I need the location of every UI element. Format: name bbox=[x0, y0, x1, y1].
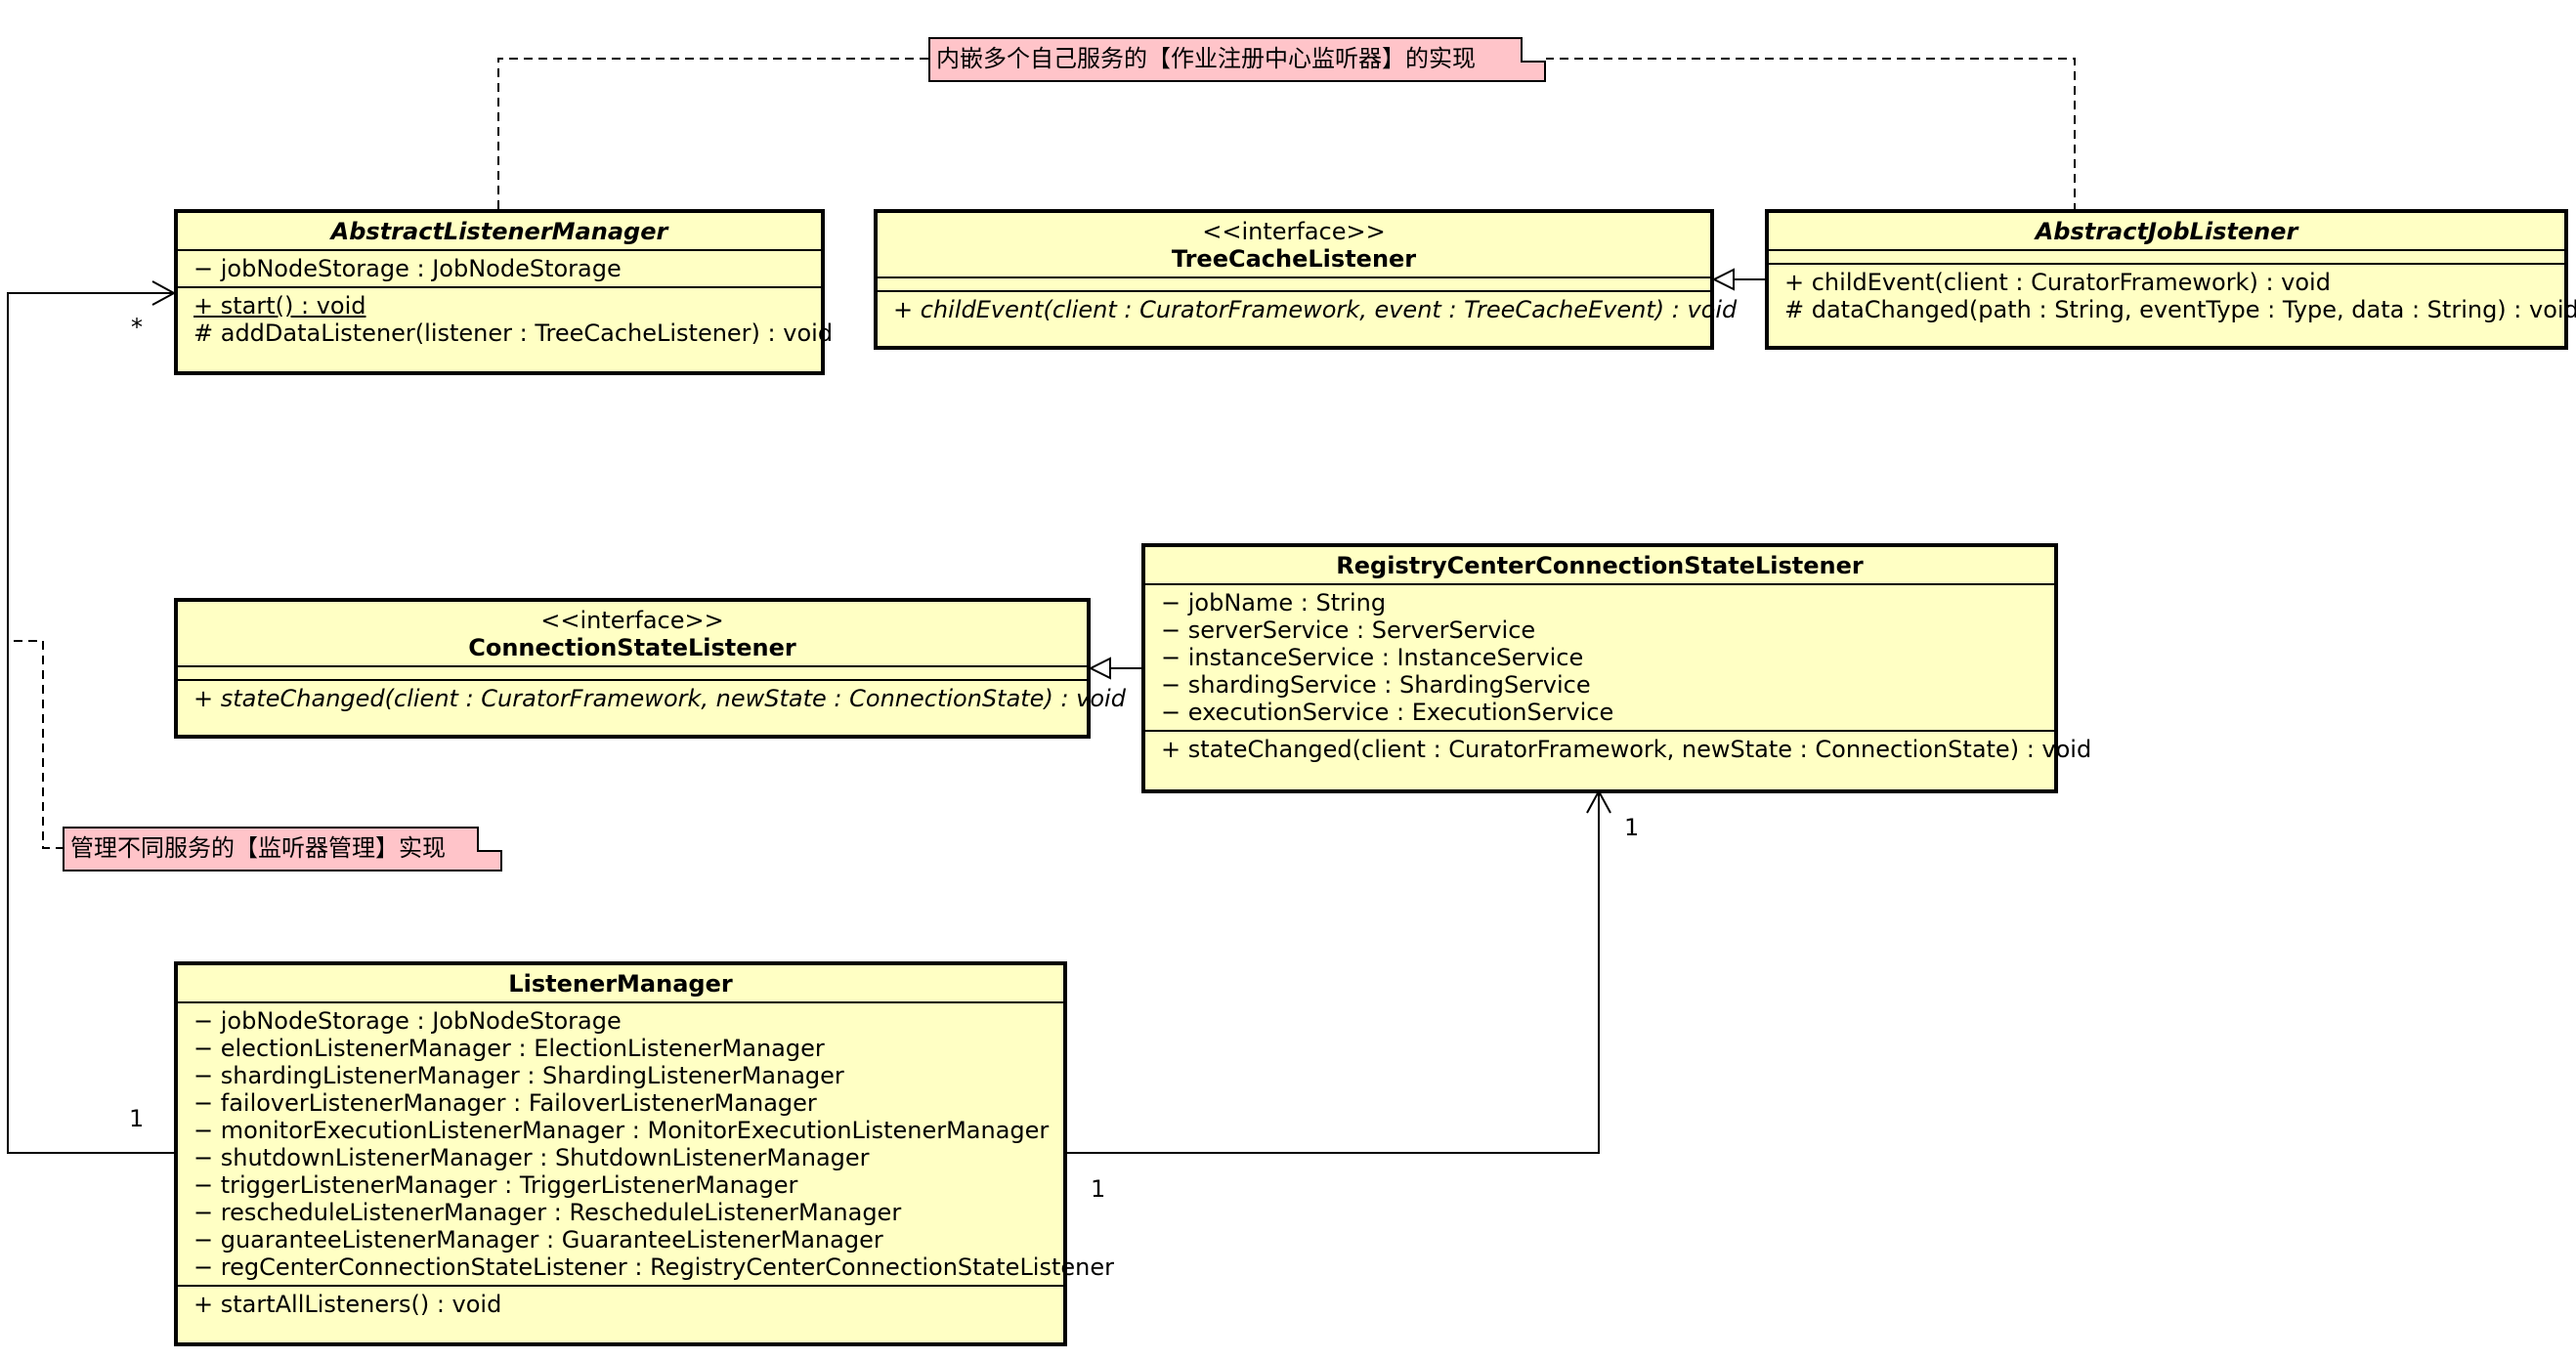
operation: # addDataListener(listener : TreeCacheLi… bbox=[193, 319, 834, 347]
stereotype-label: <<interface>> bbox=[540, 607, 724, 634]
operations-section: + childEvent(client : CuratorFramework) … bbox=[1769, 265, 2576, 327]
class-name: ListenerManager bbox=[508, 970, 733, 998]
note-left-anchor bbox=[14, 640, 63, 849]
note-top-anchor-right bbox=[1545, 58, 2076, 209]
multiplicity-lm-left: 1 bbox=[129, 1105, 145, 1132]
stereotype-label: <<interface>> bbox=[1202, 218, 1386, 245]
class-header: AbstractJobListener bbox=[1769, 213, 2564, 251]
operation: + stateChanged(client : CuratorFramework… bbox=[193, 685, 1126, 712]
operations-section: + start() : void # addDataListener(liste… bbox=[178, 288, 834, 351]
attribute: − shardingListenerManager : ShardingList… bbox=[193, 1062, 844, 1089]
attribute: − jobName : String bbox=[1161, 589, 1387, 616]
note-fold-icon bbox=[1521, 37, 1546, 63]
multiplicity-many: * bbox=[131, 314, 143, 341]
attribute: − triggerListenerManager : TriggerListen… bbox=[193, 1171, 798, 1199]
attribute: − failoverListenerManager : FailoverList… bbox=[193, 1089, 817, 1117]
note-top-text: 内嵌多个自己服务的【作业注册中心监听器】的实现 bbox=[936, 45, 1476, 72]
attributes-section: − jobName : String − serverService : Ser… bbox=[1145, 585, 2054, 732]
attributes-section bbox=[178, 667, 1087, 681]
attribute: − executionService : ExecutionService bbox=[1161, 699, 1614, 726]
class-abstract-listener-manager[interactable]: AbstractListenerManager − jobNodeStorage… bbox=[174, 209, 834, 375]
class-name: RegistryCenterConnectionStateListener bbox=[1336, 552, 1864, 579]
attributes-section bbox=[1769, 251, 2564, 265]
interface-tree-cache-listener[interactable]: <<interface>> TreeCacheListener + childE… bbox=[874, 209, 1738, 350]
class-header: <<interface>> TreeCacheListener bbox=[878, 213, 1710, 278]
attributes-section bbox=[878, 278, 1710, 292]
association-lm-to-alm bbox=[7, 292, 174, 1154]
multiplicity-lm-right: 1 bbox=[1091, 1175, 1106, 1203]
class-name: ConnectionStateListener bbox=[468, 634, 796, 661]
operation: + start() : void bbox=[193, 292, 366, 319]
operation: + childEvent(client : CuratorFramework, … bbox=[893, 296, 1738, 323]
attribute: − jobNodeStorage : JobNodeStorage bbox=[193, 255, 622, 282]
attribute: − rescheduleListenerManager : Reschedule… bbox=[193, 1199, 902, 1226]
operations-section: + stateChanged(client : CuratorFramework… bbox=[1145, 732, 2092, 767]
attributes-section: − jobNodeStorage : JobNodeStorage − elec… bbox=[178, 1003, 1114, 1287]
class-name: AbstractListenerManager bbox=[330, 218, 668, 245]
class-header: RegistryCenterConnectionStateListener bbox=[1145, 547, 2054, 585]
attribute: − serverService : ServerService bbox=[1161, 616, 1536, 644]
attribute: − instanceService : InstanceService bbox=[1161, 644, 1584, 671]
class-header: ListenerManager bbox=[178, 965, 1063, 1003]
attribute: − electionListenerManager : ElectionList… bbox=[193, 1035, 825, 1062]
note-top: 内嵌多个自己服务的【作业注册中心监听器】的实现 bbox=[928, 37, 1546, 82]
operations-section: + startAllListeners() : void bbox=[178, 1287, 1063, 1322]
attribute: − shutdownListenerManager : ShutdownList… bbox=[193, 1144, 870, 1171]
interface-connection-state-listener[interactable]: <<interface>> ConnectionStateListener + … bbox=[174, 598, 1126, 739]
operation: + stateChanged(client : CuratorFramework… bbox=[1161, 736, 2092, 763]
class-name: AbstractJobListener bbox=[2035, 218, 2298, 245]
class-listener-manager[interactable]: ListenerManager − jobNodeStorage : JobNo… bbox=[174, 961, 1114, 1346]
association-lm-to-rccsl bbox=[1065, 793, 1600, 1154]
class-name: TreeCacheListener bbox=[1171, 245, 1417, 273]
attribute: − guaranteeListenerManager : GuaranteeLi… bbox=[193, 1226, 883, 1254]
operations-section: + stateChanged(client : CuratorFramework… bbox=[178, 681, 1126, 716]
attribute: − shardingService : ShardingService bbox=[1161, 671, 1591, 699]
class-header: AbstractListenerManager bbox=[178, 213, 821, 251]
operations-section: + childEvent(client : CuratorFramework, … bbox=[878, 292, 1738, 327]
attribute: − jobNodeStorage : JobNodeStorage bbox=[193, 1007, 622, 1035]
class-header: <<interface>> ConnectionStateListener bbox=[178, 602, 1087, 667]
note-top-anchor-left bbox=[497, 58, 928, 209]
attribute: − monitorExecutionListenerManager : Moni… bbox=[193, 1117, 1050, 1144]
note-fold-icon bbox=[477, 827, 502, 852]
multiplicity-rccsl: 1 bbox=[1624, 814, 1640, 841]
attribute: − regCenterConnectionStateListener : Reg… bbox=[193, 1254, 1114, 1281]
note-left: 管理不同服务的【监听器管理】实现 bbox=[63, 827, 502, 871]
class-registry-center-connection-state-listener[interactable]: RegistryCenterConnectionStateListener − … bbox=[1141, 543, 2092, 793]
operation: + childEvent(client : CuratorFramework) … bbox=[1784, 269, 2331, 296]
operation: # dataChanged(path : String, eventType :… bbox=[1784, 296, 2576, 323]
operation: + startAllListeners() : void bbox=[193, 1291, 502, 1318]
class-abstract-job-listener[interactable]: AbstractJobListener + childEvent(client … bbox=[1765, 209, 2576, 350]
note-left-text: 管理不同服务的【监听器管理】实现 bbox=[70, 834, 446, 862]
attributes-section: − jobNodeStorage : JobNodeStorage bbox=[178, 251, 821, 288]
